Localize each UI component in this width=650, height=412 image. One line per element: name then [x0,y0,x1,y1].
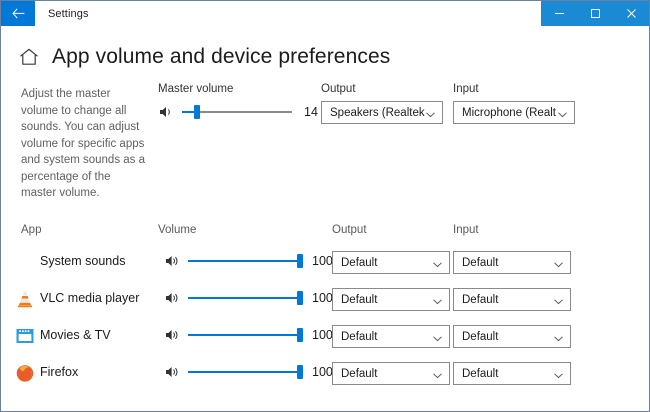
column-header-volume: Volume [158,224,197,236]
speaker-icon [164,327,181,343]
app-volume-control: 100 [164,290,334,306]
app-input-select[interactable]: Default [453,251,571,274]
back-button[interactable] [1,1,35,26]
section-description: Adjust the master volume to change all s… [21,88,146,199]
app-output-select[interactable]: Default [332,251,450,274]
master-volume-value: 14 [304,105,318,119]
app-output-value: Default [341,367,378,380]
master-output-select[interactable]: Speakers (Realtek… [321,101,443,124]
vlc-icon [15,289,35,309]
app-row: Movies & TV 100 Default Default [1,318,649,355]
column-header-output: Output [332,224,367,236]
chevron-down-icon [553,331,564,342]
app-row: Firefox 100 Default Default [1,355,649,392]
app-input-value: Default [462,256,499,269]
chevron-down-icon [425,107,436,118]
app-volume-control: 100 [164,327,334,343]
app-volume-value: 100 [312,254,333,268]
speaker-icon [164,253,181,269]
app-name: VLC media player [40,291,140,305]
close-button[interactable] [613,1,649,26]
movies-tv-icon [15,326,35,346]
app-input-select[interactable]: Default [453,325,571,348]
chevron-down-icon [553,294,564,305]
window-controls [541,1,649,26]
slider-thumb[interactable] [194,105,201,119]
master-input-value: Microphone (Realt… [462,106,557,119]
slider-fill [188,334,300,336]
app-volume-value: 100 [312,291,333,305]
app-name: System sounds [40,254,126,268]
app-volume-control: 100 [164,253,334,269]
chevron-down-icon [553,257,564,268]
app-volume-control: 100 [164,364,334,380]
slider-fill [188,297,300,299]
app-input-value: Default [462,330,499,343]
app-output-select[interactable]: Default [332,325,450,348]
master-output-value: Speakers (Realtek… [330,106,425,119]
back-arrow-icon [11,8,25,19]
app-input-value: Default [462,293,499,306]
list-column-headers: App Volume Output Input [1,224,649,244]
master-input-label: Input [453,83,479,95]
app-name: Firefox [40,365,79,379]
app-input-select[interactable]: Default [453,288,571,311]
app-volume-slider[interactable] [188,327,303,343]
page-header: App volume and device preferences [1,26,649,74]
column-header-app: App [21,224,42,236]
speaker-icon [164,290,181,306]
slider-fill [188,371,300,373]
app-volume-value: 100 [312,328,333,342]
chevron-down-icon [553,368,564,379]
slider-fill [182,111,198,113]
app-name: Movies & TV [40,328,111,342]
master-volume-label: Master volume [158,83,234,95]
window-title: Settings [48,7,89,20]
speaker-icon [158,104,175,120]
speaker-icon [164,364,181,380]
app-output-select[interactable]: Default [332,362,450,385]
master-output-label: Output [321,83,356,95]
home-icon[interactable] [18,46,40,68]
master-volume-section: Adjust the master volume to change all s… [1,74,649,224]
chevron-down-icon [432,294,443,305]
title-bar: Settings [1,1,649,26]
app-volume-slider[interactable] [188,253,303,269]
app-output-value: Default [341,256,378,269]
master-volume-control: 14 [158,104,326,120]
firefox-icon [15,363,35,383]
master-input-select[interactable]: Microphone (Realt… [453,101,575,124]
slider-thumb[interactable] [297,254,303,268]
chevron-down-icon [432,368,443,379]
app-input-select[interactable]: Default [453,362,571,385]
app-output-value: Default [341,293,378,306]
minimize-button[interactable] [541,1,577,26]
app-output-value: Default [341,330,378,343]
master-volume-slider[interactable] [182,104,292,120]
slider-thumb[interactable] [297,328,303,342]
chevron-down-icon [432,331,443,342]
chevron-down-icon [557,107,568,118]
chevron-down-icon [432,257,443,268]
slider-thumb[interactable] [297,291,303,305]
app-row: System sounds 100 Default Default [1,244,649,281]
slider-fill [188,260,300,262]
maximize-button[interactable] [577,1,613,26]
column-header-input: Input [453,224,479,236]
app-volume-value: 100 [312,365,333,379]
slider-track [182,111,292,113]
app-output-select[interactable]: Default [332,288,450,311]
app-volume-slider[interactable] [188,290,303,306]
app-input-value: Default [462,367,499,380]
page-title: App volume and device preferences [52,45,391,68]
slider-thumb[interactable] [297,365,303,379]
app-row: VLC media player 100 Default Default [1,281,649,318]
app-volume-slider[interactable] [188,364,303,380]
app-volume-list: App Volume Output Input System sounds 100… [1,224,649,392]
